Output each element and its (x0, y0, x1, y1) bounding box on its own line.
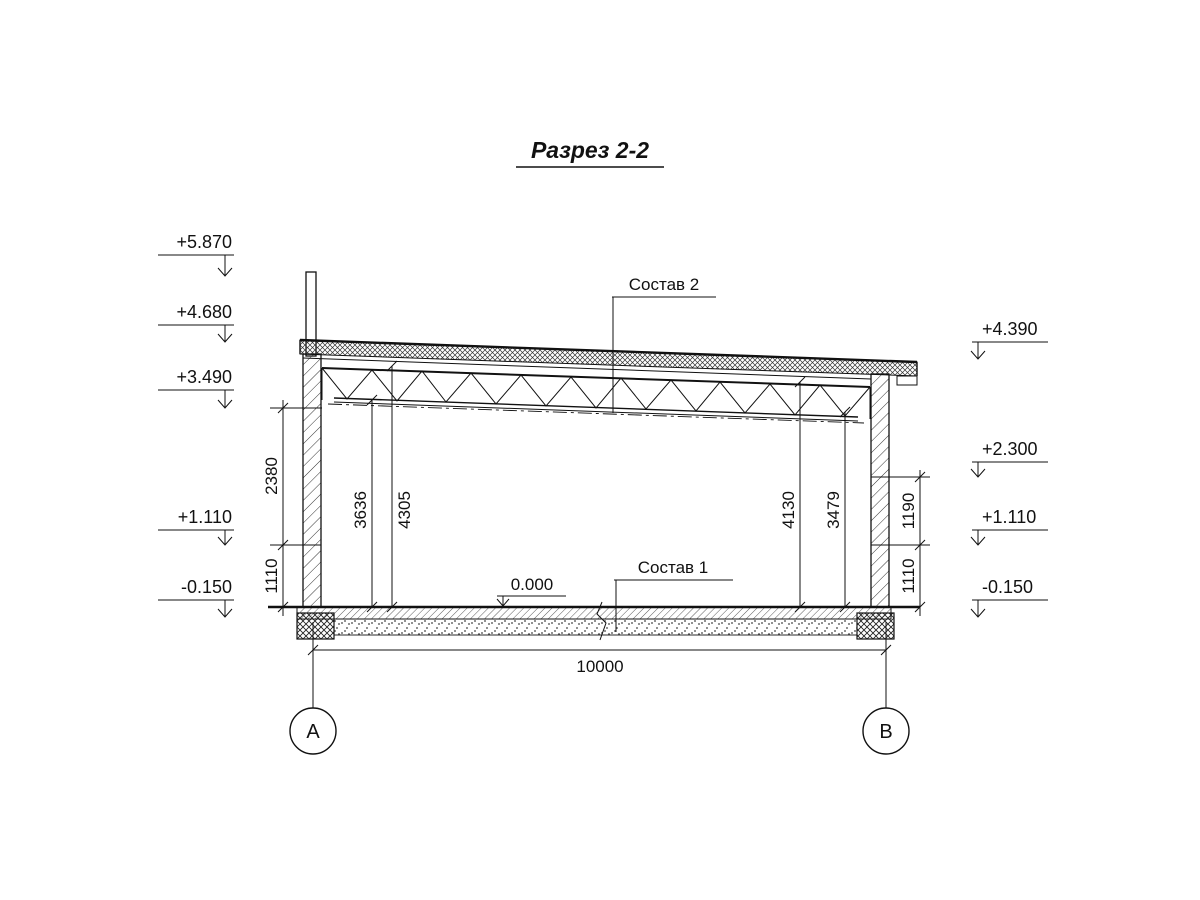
truss-web (321, 367, 871, 417)
elevation-arrow (217, 536, 233, 546)
dim-value-2380: 2380 (262, 457, 281, 495)
dim-value-3479: 3479 (824, 491, 843, 529)
elevation-arrow (217, 333, 233, 343)
dimension-left-outer: 2380 1110 (262, 400, 322, 616)
dim-value-4130: 4130 (779, 491, 798, 529)
elevation-arrow (217, 267, 233, 277)
elevation-arrow (496, 598, 510, 607)
dim-value-1110-left: 1110 (262, 558, 281, 593)
roof-eave-block (896, 375, 918, 386)
axis-letter-a: А (306, 721, 320, 743)
roof-top-line (299, 338, 918, 364)
building-section (268, 271, 920, 641)
dim-value-4305: 4305 (395, 491, 414, 529)
dimension-interior-left: 3636 4305 (351, 360, 414, 613)
roof-assembly (299, 338, 918, 386)
elevation-mark: +2.300 (970, 439, 1048, 478)
elevation-arrow (970, 608, 986, 618)
dim-tick (386, 360, 398, 372)
elevation-value: +1.110 (982, 507, 1036, 527)
elevation-mark: +3.490 (158, 367, 234, 409)
elevation-value: -0.150 (181, 577, 232, 597)
dim-tick (914, 539, 926, 551)
truss-axis-line (327, 403, 865, 424)
elevation-value: +2.300 (982, 439, 1038, 459)
dim-tick (914, 601, 926, 613)
elevation-marks-right: +4.390 +2.300 +1.110 -0.150 (970, 319, 1048, 618)
dim-tick (794, 601, 806, 613)
roof-truss (321, 367, 871, 424)
dimension-right-outer: 1190 1110 (871, 470, 930, 616)
break-line (596, 601, 607, 641)
floor-composition-label: Состав 1 (614, 558, 733, 632)
truss-top-chord (321, 367, 871, 388)
dim-tick (914, 471, 926, 483)
elevation-mark: +5.870 (158, 232, 234, 277)
dim-tick (794, 376, 806, 388)
dim-value-3636: 3636 (351, 491, 370, 529)
elevation-value: +5.870 (176, 232, 232, 252)
dim-tick (277, 402, 289, 414)
zero-level-label: 0.000 (496, 575, 566, 607)
dim-tick (386, 601, 398, 613)
axis-bubble (862, 707, 910, 755)
elevation-arrow (970, 468, 986, 478)
dim-tick (366, 394, 378, 406)
axis-marker-b: В (862, 650, 910, 755)
elevation-mark: +1.110 (158, 507, 234, 546)
zero-level-text: 0.000 (511, 575, 554, 594)
truss-bottom-chord (333, 397, 859, 418)
elevation-value: +4.680 (176, 302, 232, 322)
elevation-arrow (970, 536, 986, 546)
axis-letter-b: В (879, 721, 892, 743)
left-wall (302, 353, 322, 608)
dim-tick (277, 601, 289, 613)
axis-bubble (289, 707, 337, 755)
truss-bottom-chord-2 (333, 401, 859, 422)
dim-value-1110-right: 1110 (899, 558, 918, 593)
elevation-arrow (970, 350, 986, 360)
elevation-mark: +4.390 (970, 319, 1048, 360)
roof-deck-line (302, 357, 872, 380)
elevation-mark: +4.680 (158, 302, 234, 343)
dim-tick (839, 406, 851, 418)
elevation-mark: -0.150 (158, 577, 234, 618)
roof-composition-text: Состав 2 (629, 275, 700, 294)
elevation-arrow (217, 608, 233, 618)
elevation-marks-left: +5.870 +4.680 +3.490 +1.110 -0.1 (158, 232, 234, 618)
drawing-title-text: Разрез 2-2 (531, 137, 649, 163)
right-wall (870, 373, 890, 608)
dim-value-1190: 1190 (899, 493, 918, 530)
dim-tick (839, 601, 851, 613)
elevation-value: +3.490 (176, 367, 232, 387)
elevation-value: -0.150 (982, 577, 1033, 597)
floor-composition-text: Состав 1 (638, 558, 709, 577)
drawing-title: Разрез 2-2 (516, 137, 664, 168)
elevation-mark: -0.150 (970, 577, 1048, 618)
floor-slab (268, 601, 920, 641)
elevation-mark: +1.110 (970, 507, 1048, 546)
dim-tick (277, 539, 289, 551)
gravel-base (333, 618, 858, 636)
dim-tick (366, 601, 378, 613)
elevation-arrow (217, 399, 233, 409)
roof-composition-label: Состав 2 (612, 275, 716, 413)
dimension-interior-right: 4130 3479 (779, 376, 851, 613)
dim-value-10000: 10000 (576, 657, 623, 676)
axis-marker-a: А (289, 650, 337, 755)
elevation-value: +4.390 (982, 319, 1038, 339)
elevation-value: +1.110 (178, 507, 232, 527)
